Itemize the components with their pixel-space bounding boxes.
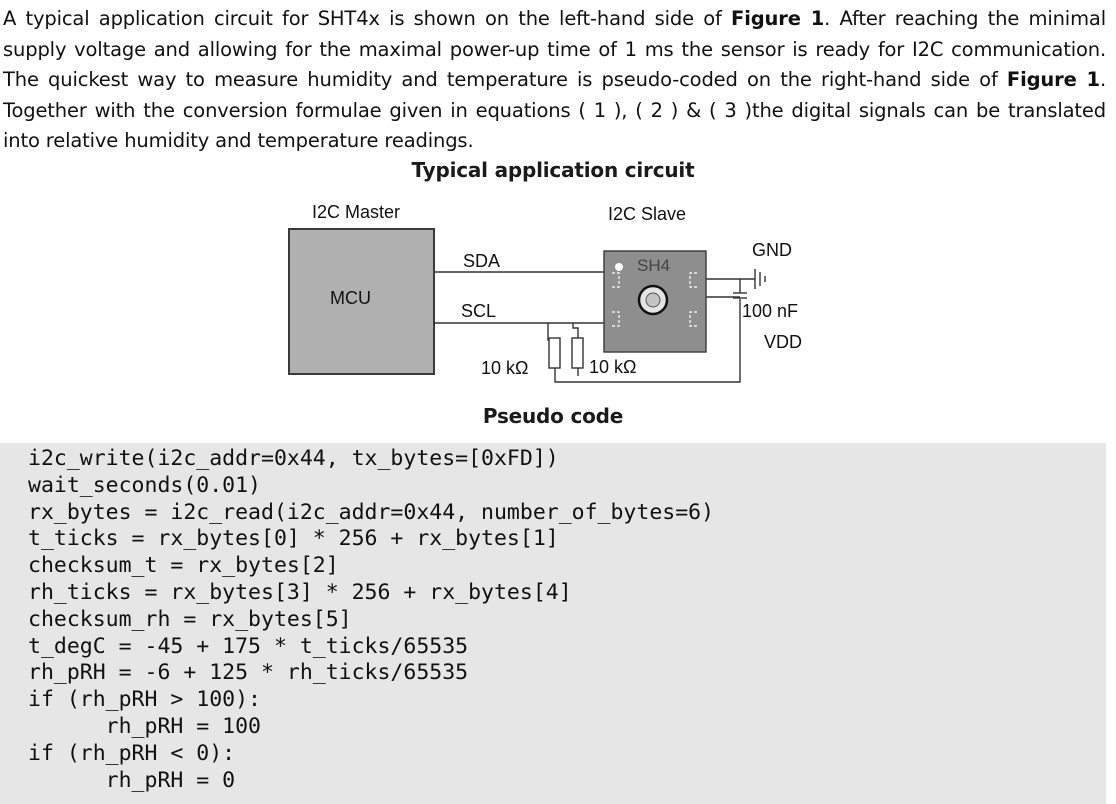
pseudo-code-listing: i2c_write(i2c_addr=0x44, tx_bytes=[0xFD]… [28,446,714,794]
code-line: rx_bytes = i2c_read(i2c_addr=0x44, numbe… [28,499,715,525]
code-line: t_ticks = rx_bytes[0] * 256 + rx_bytes[1… [28,526,559,552]
sensor-opening-inner [645,292,661,308]
code-line: if (rh_pRH < 0): [28,740,236,766]
mcu-label: MCU [330,288,371,308]
intro-paragraph: A typical application circuit for SHT4x … [3,4,1106,157]
bus-wires [434,271,755,383]
figure-reference: Figure 1 [731,7,825,30]
code-line: if (rh_pRH > 100): [28,687,261,713]
code-line: checksum_rh = rx_bytes[5] [28,606,352,632]
code-line: rh_ticks = rx_bytes[3] * 256 + rx_bytes[… [28,579,572,605]
code-line: t_degC = -45 + 175 * t_ticks/65535 [28,633,469,659]
application-circuit-diagram: I2C Master I2C Slave MCU SDA SCL 10 kΩ 1… [288,202,802,383]
i2c-master-label: I2C Master [312,202,400,222]
resistor-label: 10 kΩ [481,358,528,378]
pull-up-resistor [571,337,584,369]
mcu-block [288,228,435,375]
gnd-label: GND [752,240,792,260]
figure-reference: Figure 1 [1006,68,1100,91]
circuit-caption: Typical application circuit [411,158,695,182]
scl-label: SCL [461,301,496,321]
intro-text-3: . Together with the conversion formulae … [3,68,1106,152]
pseudo-code-block: i2c_write(i2c_addr=0x44, tx_bytes=[0xFD]… [0,443,1106,804]
i2c-slave-label: I2C Slave [608,204,686,224]
pseudo-code-caption: Pseudo code [482,404,624,428]
intro-text-2: . After reaching the minimal supply volt… [3,7,1106,91]
resistor-label: 10 kΩ [589,357,636,377]
ground-symbol [754,269,766,289]
vdd-label: VDD [764,332,802,352]
capacitor-label: 100 nF [742,301,798,321]
code-line: wait_seconds(0.01) [28,472,261,498]
code-line: rh_pRH = -6 + 125 * rh_ticks/65535 [28,660,469,686]
code-line: i2c_write(i2c_addr=0x44, tx_bytes=[0xFD]… [28,446,559,471]
sda-label: SDA [463,251,500,271]
code-line: checksum_t = rx_bytes[2] [28,553,339,579]
code-line: rh_pRH = 100 [28,713,261,739]
code-line: rh_pRH = 0 [28,767,236,793]
intro-text-1: A typical application circuit for SHT4x … [3,7,732,30]
sensor-label: SH4 [637,256,670,275]
decoupling-capacitor [733,279,747,299]
pull-up-resistor [548,337,561,369]
pin-one-marker [615,263,623,271]
